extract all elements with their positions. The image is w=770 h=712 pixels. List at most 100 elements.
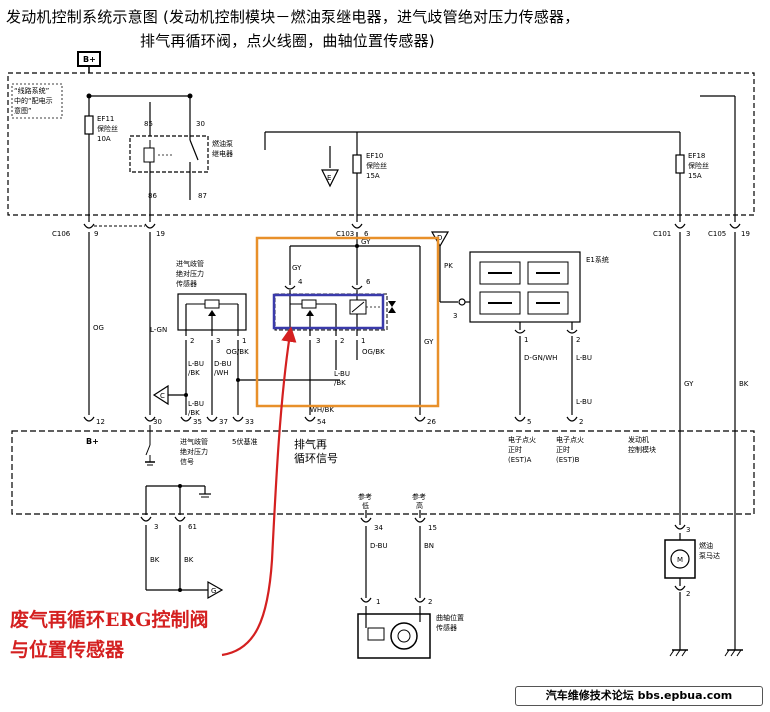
map-label-2: 绝对压力 (176, 269, 204, 278)
wire-gy3-label: GY (424, 338, 434, 346)
ef11-name: EF11 (97, 115, 114, 123)
ign-pin-3: 3 (453, 312, 457, 320)
pump-motor-m: M (677, 556, 683, 564)
wire-ogbk: OG/BK (226, 348, 249, 356)
wire-lbu2: L-BU (576, 398, 592, 406)
wire-whbk: WH/BK (310, 406, 334, 414)
map-signal-1: 进气歧管 (180, 437, 208, 446)
egr-signal-1: 排气再 (294, 437, 327, 451)
wire-gy2-label: GY (292, 264, 302, 272)
relay-pin-87: 87 (198, 192, 207, 200)
bplus-label: B+ (83, 55, 96, 64)
ecm-pin-12: 12 (96, 418, 105, 426)
ecm-pin-35: 35 (193, 418, 202, 426)
wire-lgn-label: L-GN (150, 326, 167, 334)
battery-plus-terminal: B+ (77, 51, 101, 73)
c101-pin: 3 (686, 230, 690, 238)
map-pin-2: 2 (190, 337, 194, 345)
egr-valve: 4 6 3 2 1 (274, 278, 396, 345)
ecm-pin-61: 61 (188, 523, 197, 531)
est-b-2: 正时 (556, 445, 570, 454)
ecm-pin-15: 15 (428, 524, 437, 532)
egr-signal-2: 循环信号 (294, 452, 338, 465)
relay-label-1: 燃油泵 (212, 139, 233, 148)
c101-label: C101 (653, 230, 671, 238)
est-a-2: 正时 (508, 445, 522, 454)
fuse-ef11: EF11 保险丝 10A (84, 96, 118, 222)
ground-c-label: C (160, 392, 165, 400)
c103-label: C103 (336, 230, 354, 238)
wire-lbubk3-2: /BK (188, 409, 200, 417)
svg-text:D: D (437, 234, 442, 242)
c106-left-label: C106 (52, 230, 71, 238)
pump-pin-2: 2 (686, 590, 690, 598)
ign-pin-2: 2 (576, 336, 580, 344)
egr-pin-1: 1 (361, 337, 365, 345)
ef11-rating: 10A (97, 135, 111, 143)
c105-label: C105 (708, 230, 726, 238)
wire-lbubk2-1: L-BU (334, 370, 350, 378)
ecm-pin-3-lower: 3 (154, 523, 158, 531)
ecm-pin-row: 12 30 35 37 33 54 26 5 2 (83, 416, 583, 426)
ef18-rating: 15A (688, 172, 702, 180)
wire-lbubk-2: /BK (188, 369, 200, 377)
ef18-type: 保险丝 (688, 161, 709, 170)
wire-ogbk2: OG/BK (362, 348, 385, 356)
egr-pin-6: 6 (366, 278, 371, 286)
ecm-pin-5: 5 (527, 418, 531, 426)
distribution-note: “线路系统” 中的“配电示 意图” (11, 83, 63, 119)
ecm-pin-2: 2 (579, 418, 583, 426)
map-sensor: 进气歧管 绝对压力 传感器 2 3 1 (176, 259, 247, 345)
wire-lbubk3-1: L-BU (188, 400, 204, 408)
wire-dbuwh-1: D-BU (214, 360, 232, 368)
wire-gy-right-label: GY (684, 380, 694, 388)
wire-lbubk-1: L-BU (188, 360, 204, 368)
ref-high-1: 参考 (412, 492, 426, 501)
fuse-ef18: EF18 保险丝 15A (652, 131, 709, 222)
note-line3: 意图” (14, 106, 32, 115)
ground-c-symbol: C (152, 384, 169, 406)
wire-dbu: D-BU (370, 542, 388, 550)
pump-label-1: 燃油 (699, 541, 713, 550)
note-line2: 中的“配电示 (14, 96, 53, 105)
ef11-type: 保险丝 (97, 124, 118, 133)
map-signal-2: 绝对压力 (180, 447, 208, 456)
ecm-label-2: 控制模块 (628, 445, 656, 454)
ckp-wiring: 参考 低 参考 高 34 15 D-BU BN 1 2 (358, 492, 437, 606)
egr-pin-3: 3 (316, 337, 320, 345)
pump-label-2: 泵马达 (699, 551, 720, 560)
ef10-rating: 15A (366, 172, 380, 180)
crankshaft-position-sensor: 曲轴位置 传感器 (357, 606, 464, 659)
ground-e-symbol: E (321, 146, 339, 188)
c106-left-pin: 9 (94, 230, 98, 238)
wire-lbubk2-2: /BK (334, 379, 346, 387)
forum-footer: 汽车维修技术论坛 bbs.epbua.com (515, 686, 763, 706)
ecm-pin-30: 30 (153, 418, 162, 426)
wire-bn: BN (424, 542, 434, 550)
wire-og-label: OG (93, 324, 104, 332)
map-signal-3: 信号 (180, 457, 194, 466)
annotation-line2: 与位置传感器 (10, 638, 125, 661)
egr-sensor-highlight-box (272, 293, 385, 330)
wire-gy-label: GY (361, 238, 371, 246)
fuse-ef10: EF10 保险丝 15A (264, 131, 652, 222)
wire-lbu: L-BU (576, 354, 592, 362)
ground-e-label: E (327, 174, 331, 182)
ecm-label-1: 发动机 (628, 435, 649, 444)
est-b-3: (EST)B (556, 456, 580, 464)
diagram-title-line1: 发动机控制系统示意图 (发动机控制模块－燃油泵继电器，进气歧管绝对压力传感器， (6, 8, 580, 26)
relay-pin-85: 85 (144, 120, 153, 128)
ground-d-symbol: D PK (430, 231, 458, 303)
ckp-pin-2: 2 (428, 598, 432, 606)
est-a-3: (EST)A (508, 456, 532, 464)
wire-dgnwh: D-GN/WH (524, 354, 557, 362)
ckp-label-2: 传感器 (436, 623, 457, 632)
ecm-pin-26: 26 (427, 418, 436, 426)
wire-bk-label: BK (739, 380, 749, 388)
map-pin-3: 3 (216, 337, 220, 345)
map-label-1: 进气歧管 (176, 259, 204, 268)
ecm-pin-34: 34 (374, 524, 383, 532)
wire-bk2: BK (184, 556, 194, 564)
fuel-pump-relay: 85 30 86 87 燃油泵 继电器 (129, 96, 233, 200)
